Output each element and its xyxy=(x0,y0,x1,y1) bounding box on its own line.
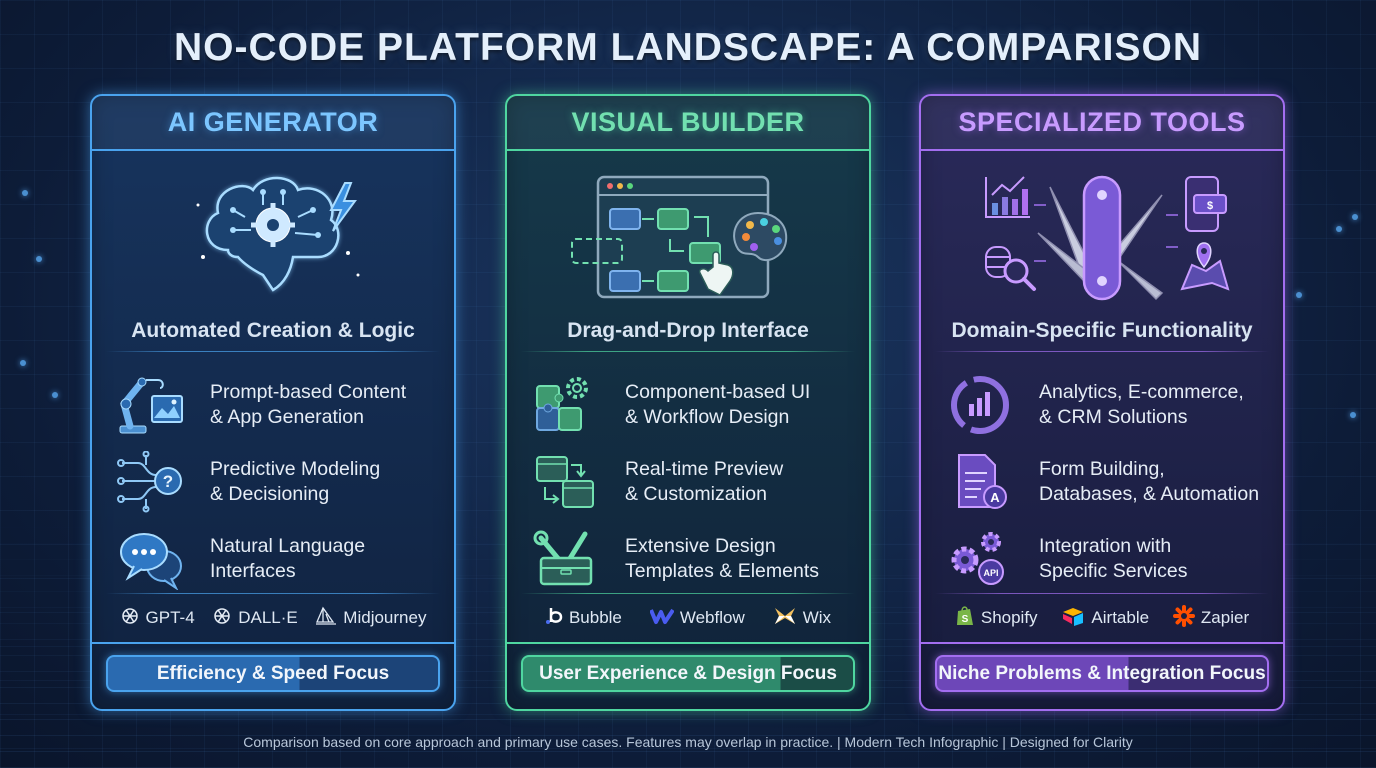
card-ai-generator: AI GENERATOR Automated Creation & Logic xyxy=(90,94,456,711)
svg-text:S: S xyxy=(962,614,969,625)
feature-item: Natural Language Interfaces xyxy=(92,520,454,597)
brand-item: Webflow xyxy=(648,607,745,630)
svg-text:API: API xyxy=(983,568,998,578)
zapier-logo-icon xyxy=(1172,604,1195,632)
feature-text: Component-based UI & Workflow Design xyxy=(625,380,811,428)
airtable-logo-icon xyxy=(1061,606,1085,631)
openai-icon xyxy=(212,606,232,631)
feature-text: Prompt-based Content & App Generation xyxy=(210,380,407,428)
network-node-decoration xyxy=(20,360,26,366)
focus-badge: User Experience & Design Focus xyxy=(521,655,855,692)
feature-text: Form Building, Databases, & Automation xyxy=(1039,457,1260,505)
feature-item: Component-based UI & Workflow Design xyxy=(507,366,869,443)
card-heading: AI GENERATOR xyxy=(167,107,379,137)
card-visual-builder: VISUAL BUILDER Drag-and-Drop Interface C… xyxy=(505,94,871,711)
brand-name: Bubble xyxy=(568,608,622,627)
swiss-army-knife-icon: $ xyxy=(921,151,1283,319)
toolbox-icon xyxy=(507,528,625,590)
feature-list: Component-based UI & Workflow Design Rea… xyxy=(507,352,869,593)
card-header: VISUAL BUILDER xyxy=(507,96,869,151)
feature-text: Integration with Specific Services xyxy=(1039,534,1188,582)
browser-workflow-palette-hand-icon xyxy=(507,151,869,319)
puzzle-gear-icon xyxy=(507,374,625,436)
feature-text: Analytics, E-commerce, & CRM Solutions xyxy=(1039,380,1244,428)
brand-name: Shopify xyxy=(980,608,1038,627)
brand-name: Zapier xyxy=(1200,608,1250,627)
api-gears-icon: API xyxy=(921,528,1039,590)
feature-item: Extensive Design Templates & Elements xyxy=(507,520,869,597)
divider xyxy=(935,593,1269,594)
card-subtitle: Automated Creation & Logic xyxy=(131,319,415,342)
svg-text:A: A xyxy=(990,490,1000,505)
chat-bubbles-icon xyxy=(92,528,210,590)
network-node-decoration xyxy=(22,190,28,196)
feature-item: Analytics, E-commerce, & CRM Solutions xyxy=(921,366,1283,443)
divider xyxy=(521,593,855,594)
brand-item: Airtable xyxy=(1061,606,1149,631)
brand-item: Bubble xyxy=(545,606,622,631)
brand-name: Wix xyxy=(802,608,832,627)
feature-item: Real-time Preview & Customization xyxy=(507,443,869,520)
webflow-logo-icon xyxy=(648,607,675,630)
robot-arm-image-icon xyxy=(92,374,210,436)
network-node-decoration xyxy=(52,392,58,398)
analytics-ring-icon xyxy=(921,374,1039,436)
bubble-logo-icon xyxy=(545,606,563,631)
network-node-decoration xyxy=(1352,214,1358,220)
focus-badge: Efficiency & Speed Focus xyxy=(106,655,440,692)
divider xyxy=(521,351,855,352)
card-header: AI GENERATOR xyxy=(92,96,454,151)
feature-item: API Integration with Specific Services xyxy=(921,520,1283,597)
network-node-decoration xyxy=(1336,226,1342,232)
brand-list: Bubble Webflow Wix xyxy=(507,594,869,644)
card-heading: VISUAL BUILDER xyxy=(571,107,805,137)
brand-item: S Shopify xyxy=(955,605,1038,632)
brand-item: DALL·E xyxy=(212,606,298,631)
divider xyxy=(106,351,440,352)
wix-logo-icon xyxy=(773,606,797,631)
brand-item: Wix xyxy=(773,606,831,631)
feature-list: Analytics, E-commerce, & CRM Solutions A… xyxy=(921,352,1283,593)
card-heading: SPECIALIZED TOOLS xyxy=(958,107,1246,137)
brand-name: Webflow xyxy=(679,608,745,627)
feature-text: Real-time Preview & Customization xyxy=(625,457,784,505)
brain-gear-lightning-icon xyxy=(92,151,454,319)
footer-note: Comparison based on core approach and pr… xyxy=(243,734,1133,750)
brand-item: GPT-4 xyxy=(120,606,195,631)
openai-icon xyxy=(120,606,140,631)
feature-list: Prompt-based Content & App Generation ? … xyxy=(92,352,454,593)
brand-name: DALL·E xyxy=(238,608,298,627)
focus-badge: Niche Problems & Integration Focus xyxy=(935,655,1269,692)
divider xyxy=(106,593,440,594)
feature-text: Natural Language Interfaces xyxy=(210,534,366,582)
card-header: SPECIALIZED TOOLS xyxy=(921,96,1283,151)
network-node-decoration xyxy=(1350,412,1356,418)
feature-item: ? Predictive Modeling & Decisioning xyxy=(92,443,454,520)
network-node-decoration xyxy=(1296,292,1302,298)
brand-list: S Shopify Airtable Zapier xyxy=(921,594,1283,644)
feature-item: A Form Building, Databases, & Automation xyxy=(921,443,1283,520)
brand-name: Midjourney xyxy=(343,608,427,627)
circuit-question-icon: ? xyxy=(92,450,210,513)
brand-item: Midjourney xyxy=(315,606,426,631)
card-subtitle: Drag-and-Drop Interface xyxy=(567,319,809,342)
brand-item: Zapier xyxy=(1172,604,1250,632)
brand-name: GPT-4 xyxy=(145,608,195,627)
svg-text:$: $ xyxy=(1207,200,1213,212)
feature-text: Extensive Design Templates & Elements xyxy=(625,534,820,582)
brand-list: GPT-4 DALL·E Midjourney xyxy=(92,594,454,644)
sailboat-icon xyxy=(315,606,337,631)
shopify-logo-icon: S xyxy=(955,605,975,632)
divider xyxy=(935,351,1269,352)
feature-text: Predictive Modeling & Decisioning xyxy=(210,457,381,505)
card-subtitle: Domain-Specific Functionality xyxy=(951,319,1253,342)
feature-item: Prompt-based Content & App Generation xyxy=(92,366,454,443)
page-title: NO-CODE PLATFORM LANDSCAPE: A COMPARISON xyxy=(174,26,1202,69)
brand-name: Airtable xyxy=(1091,608,1150,627)
windows-sync-icon xyxy=(507,451,625,513)
card-specialized-tools: SPECIALIZED TOOLS $ Domain-Specific Func… xyxy=(919,94,1285,711)
network-node-decoration xyxy=(36,256,42,262)
svg-text:?: ? xyxy=(163,472,173,491)
form-document-icon: A xyxy=(921,451,1039,513)
